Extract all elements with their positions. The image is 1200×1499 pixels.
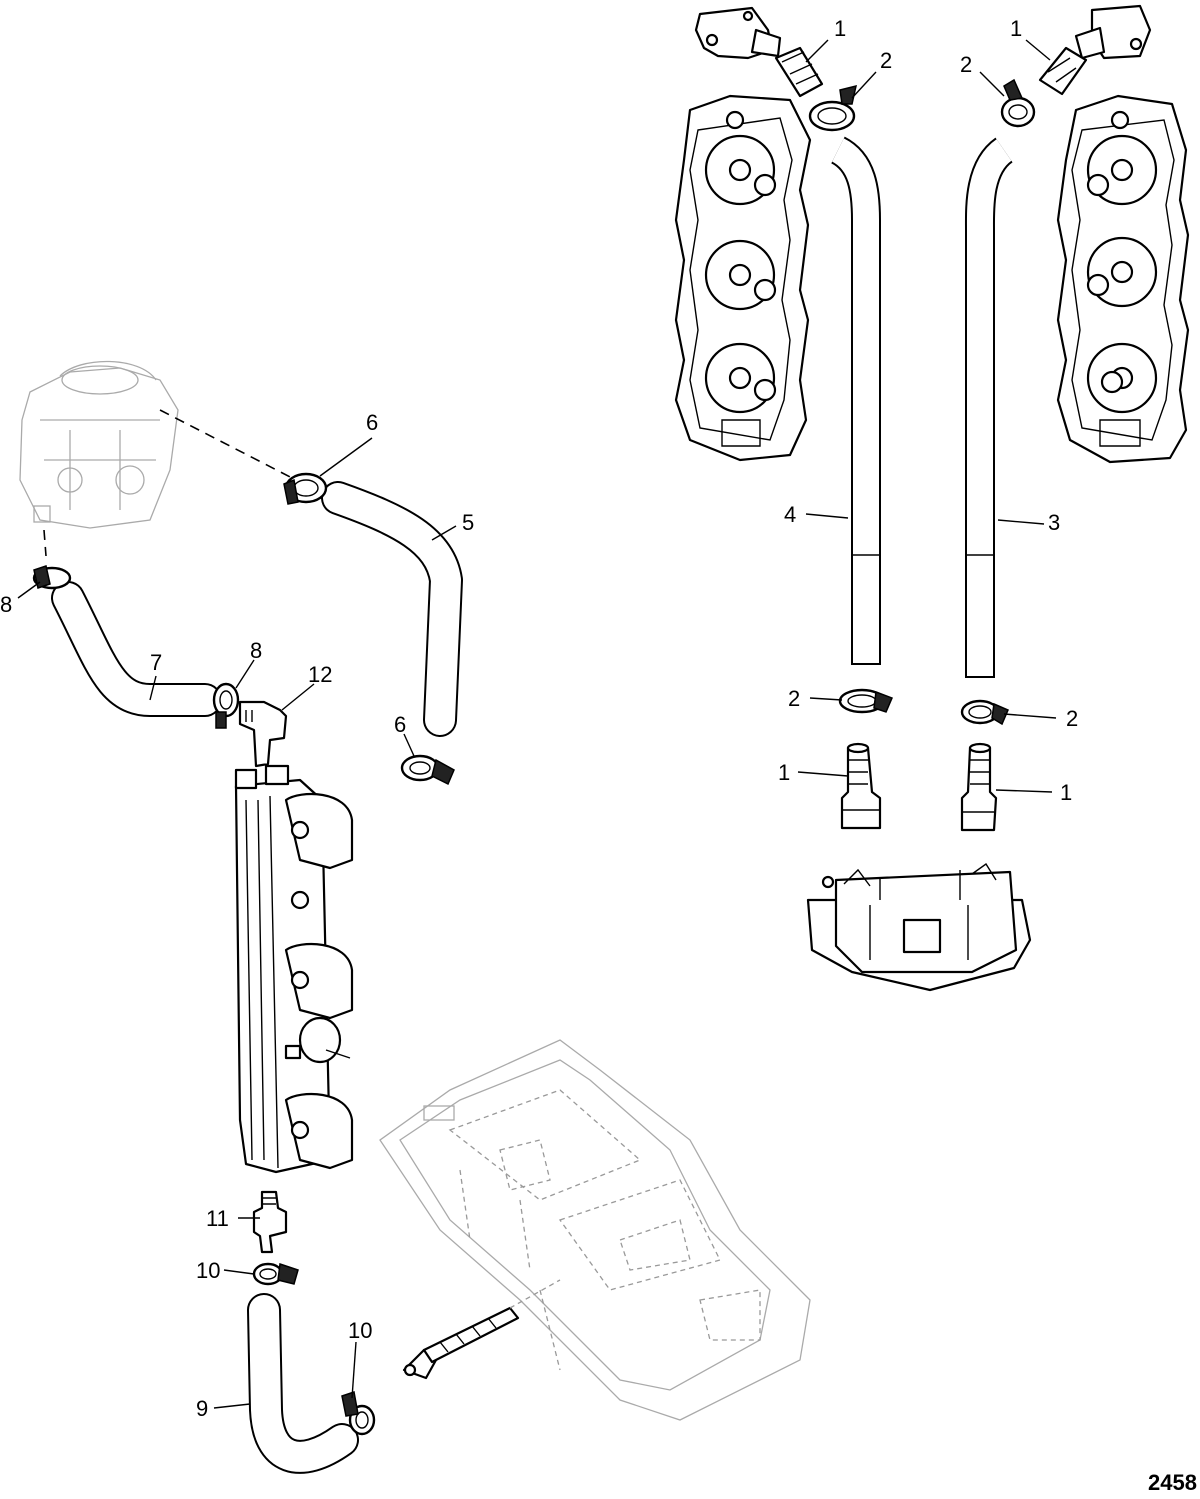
callout-4: 4 xyxy=(784,502,796,527)
callout-2: 2 xyxy=(1066,706,1078,731)
right-top-clamp xyxy=(1000,78,1036,128)
callout-12: 12 xyxy=(308,662,332,687)
elbow-fitting-12 xyxy=(238,700,288,768)
vertical-manifold-housing xyxy=(234,764,354,1174)
callout-1: 1 xyxy=(778,760,790,785)
callout-1: 1 xyxy=(1060,780,1072,805)
callout-9: 9 xyxy=(196,1396,208,1421)
hose-9-upper-clamp xyxy=(252,1262,299,1286)
left-lower-fitting xyxy=(840,742,882,830)
callout-10: 10 xyxy=(196,1258,220,1283)
hose-5 xyxy=(321,481,463,737)
right-cylinder-head xyxy=(1056,94,1190,464)
thermostat-pump-housing xyxy=(19,360,179,529)
callout-6: 6 xyxy=(394,712,406,737)
callout-10: 10 xyxy=(348,1318,372,1343)
threaded-fitting xyxy=(402,1306,520,1380)
callout-8: 8 xyxy=(250,638,262,663)
callout-1: 1 xyxy=(834,16,846,41)
exhaust-adapter-plate xyxy=(806,862,1032,992)
hose-9-lower-clamp xyxy=(341,1391,376,1436)
hose-3 xyxy=(964,137,1014,678)
hose-7-upper-clamp xyxy=(32,565,72,590)
left-cylinder-head xyxy=(674,94,812,462)
hose-4-lower-clamp xyxy=(838,688,893,714)
callout-labels: 1 2 1 2 6 5 4 3 8 7 8 12 6 2 2 1 1 11 10… xyxy=(0,16,1078,1421)
callout-2: 2 xyxy=(960,52,972,77)
callout-2: 2 xyxy=(788,686,800,711)
callout-3: 3 xyxy=(1048,510,1060,535)
hose-5-upper-clamp xyxy=(283,472,328,505)
hose-7 xyxy=(51,581,222,717)
assembly-leader-line xyxy=(159,409,297,481)
callout-1: 1 xyxy=(1010,16,1022,41)
hose-5-lower-clamp xyxy=(400,754,455,786)
left-elbow-cover xyxy=(694,6,782,60)
adapter-plate-ghost xyxy=(379,1039,811,1421)
callout-6: 6 xyxy=(366,410,378,435)
right-elbow-cover xyxy=(1074,4,1152,60)
callout-7: 7 xyxy=(150,650,162,675)
callout-5: 5 xyxy=(462,510,474,535)
hose-4 xyxy=(830,136,881,665)
left-top-hose-fitting xyxy=(774,46,824,98)
assembly-leader-line-2 xyxy=(43,529,47,557)
hose-9 xyxy=(247,1293,359,1474)
right-top-hose-fitting xyxy=(1038,46,1088,96)
callout-11: 11 xyxy=(206,1206,229,1231)
hose-7-lower-clamp xyxy=(212,682,240,729)
leader-lines xyxy=(17,39,1057,1409)
fitting-11 xyxy=(252,1190,288,1254)
callout-8: 8 xyxy=(0,592,12,617)
left-top-clamp xyxy=(808,84,857,132)
callout-2: 2 xyxy=(880,48,892,73)
hose-3-lower-clamp xyxy=(960,699,1009,726)
right-lower-fitting xyxy=(960,742,998,832)
figure-number: 2458 xyxy=(1148,1470,1197,1495)
